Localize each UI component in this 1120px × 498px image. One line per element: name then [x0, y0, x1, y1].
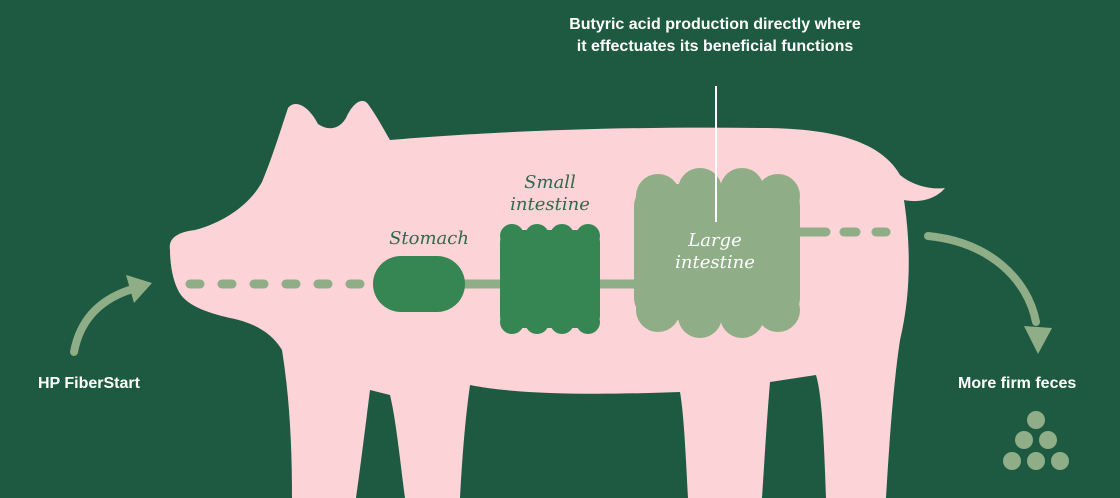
small-intestine-shape	[500, 224, 600, 334]
large-intestine-label-line-1: Large	[640, 230, 790, 252]
input-label: HP FiberStart	[38, 373, 140, 395]
large-intestine-label: Large intestine	[640, 230, 790, 274]
large-intestine-label-line-2: intestine	[640, 252, 790, 274]
stomach-label: Stomach	[374, 228, 484, 250]
small-intestine-label-line-2: intestine	[490, 194, 610, 216]
curved-arrow-in-icon	[74, 275, 152, 352]
stomach-shape	[373, 256, 465, 312]
small-intestine-label: Small intestine	[490, 172, 610, 216]
curved-arrow-out-icon	[928, 236, 1052, 354]
callout-text: Butyric acid production directly where i…	[480, 14, 950, 58]
feces-dots-icon	[1003, 411, 1069, 470]
callout-line-1: Butyric acid production directly where	[480, 14, 950, 36]
small-intestine-label-line-1: Small	[490, 172, 610, 194]
callout-line-2: it effectuates its beneficial functions	[480, 36, 950, 58]
output-label: More firm feces	[958, 373, 1076, 395]
